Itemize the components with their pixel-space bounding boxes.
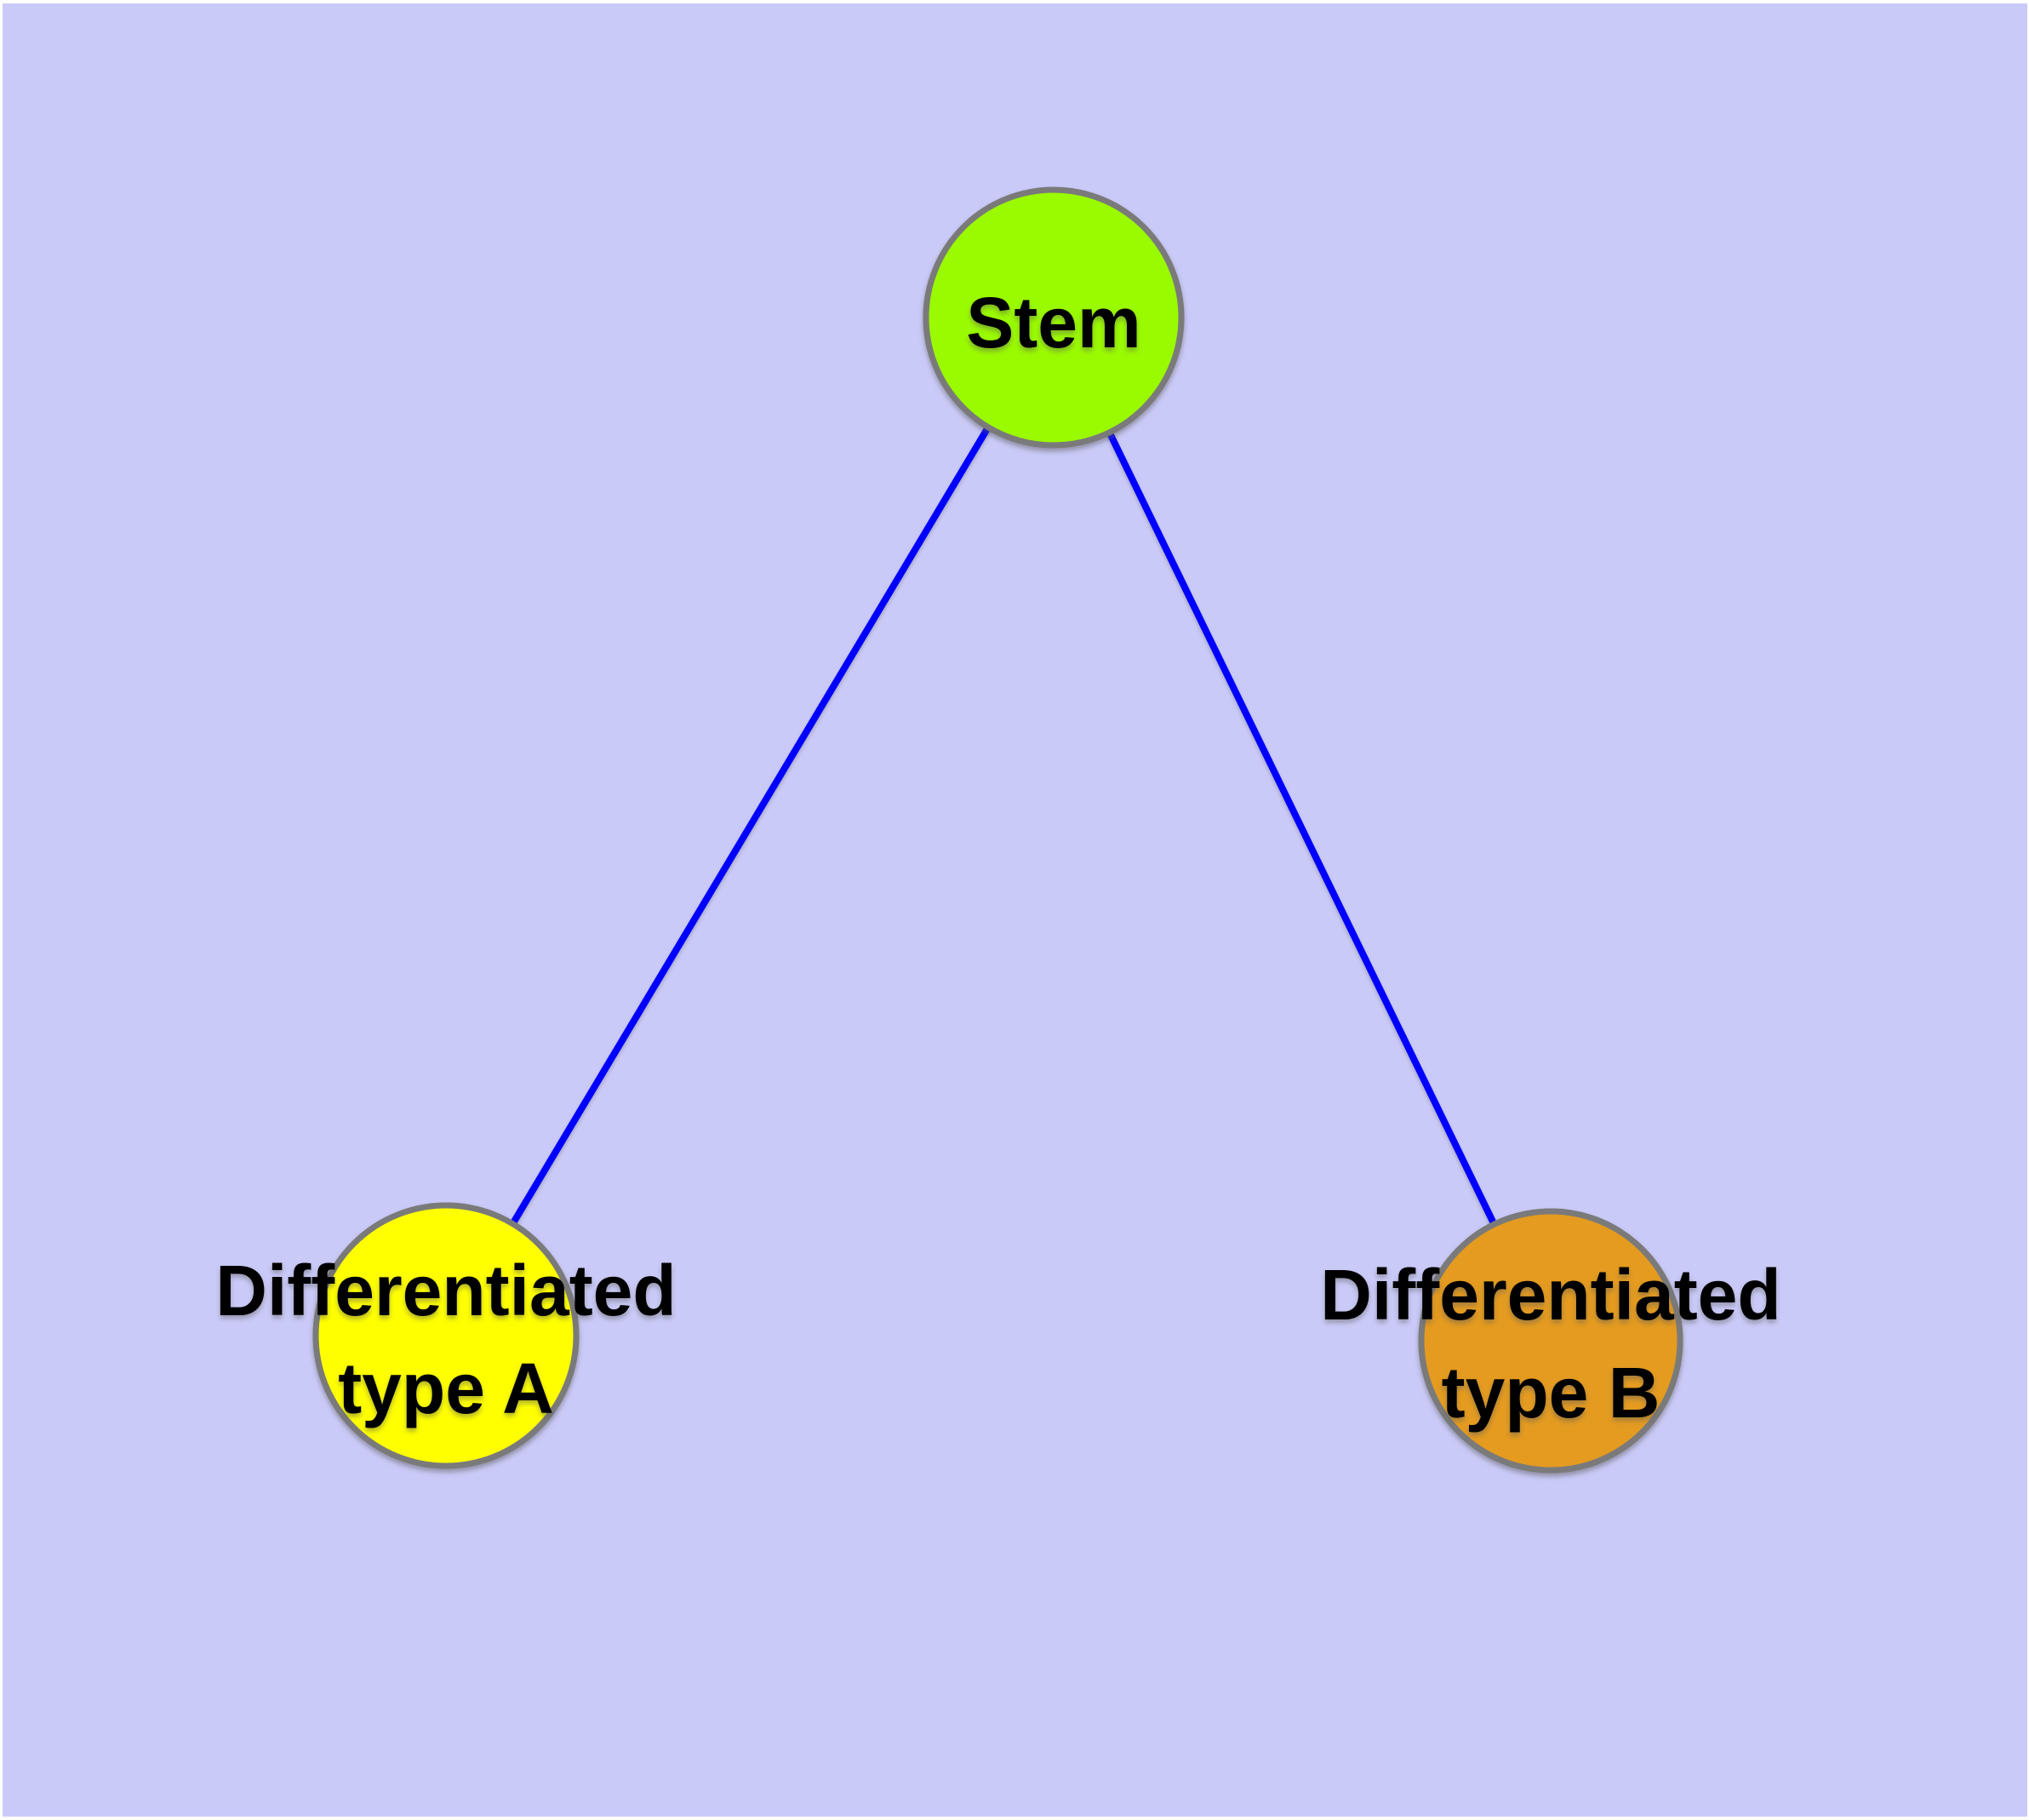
node-type-a-label-line2: type A: [338, 1348, 554, 1428]
edge-stem-to-type-a: [443, 314, 1057, 1339]
node-type-a-circle: [312, 1202, 580, 1469]
node-stem-label: Stem: [966, 283, 1140, 363]
edge-stem-to-type-b: [1050, 314, 1554, 1344]
node-type-b-circle: [1418, 1208, 1683, 1474]
node-stem-circle: [923, 186, 1185, 449]
node-type-a-label-line1: Differentiated: [215, 1251, 676, 1331]
node-type-b-label-line2: type B: [1442, 1353, 1660, 1433]
node-type-b-label-line1: Differentiated: [1320, 1255, 1780, 1335]
